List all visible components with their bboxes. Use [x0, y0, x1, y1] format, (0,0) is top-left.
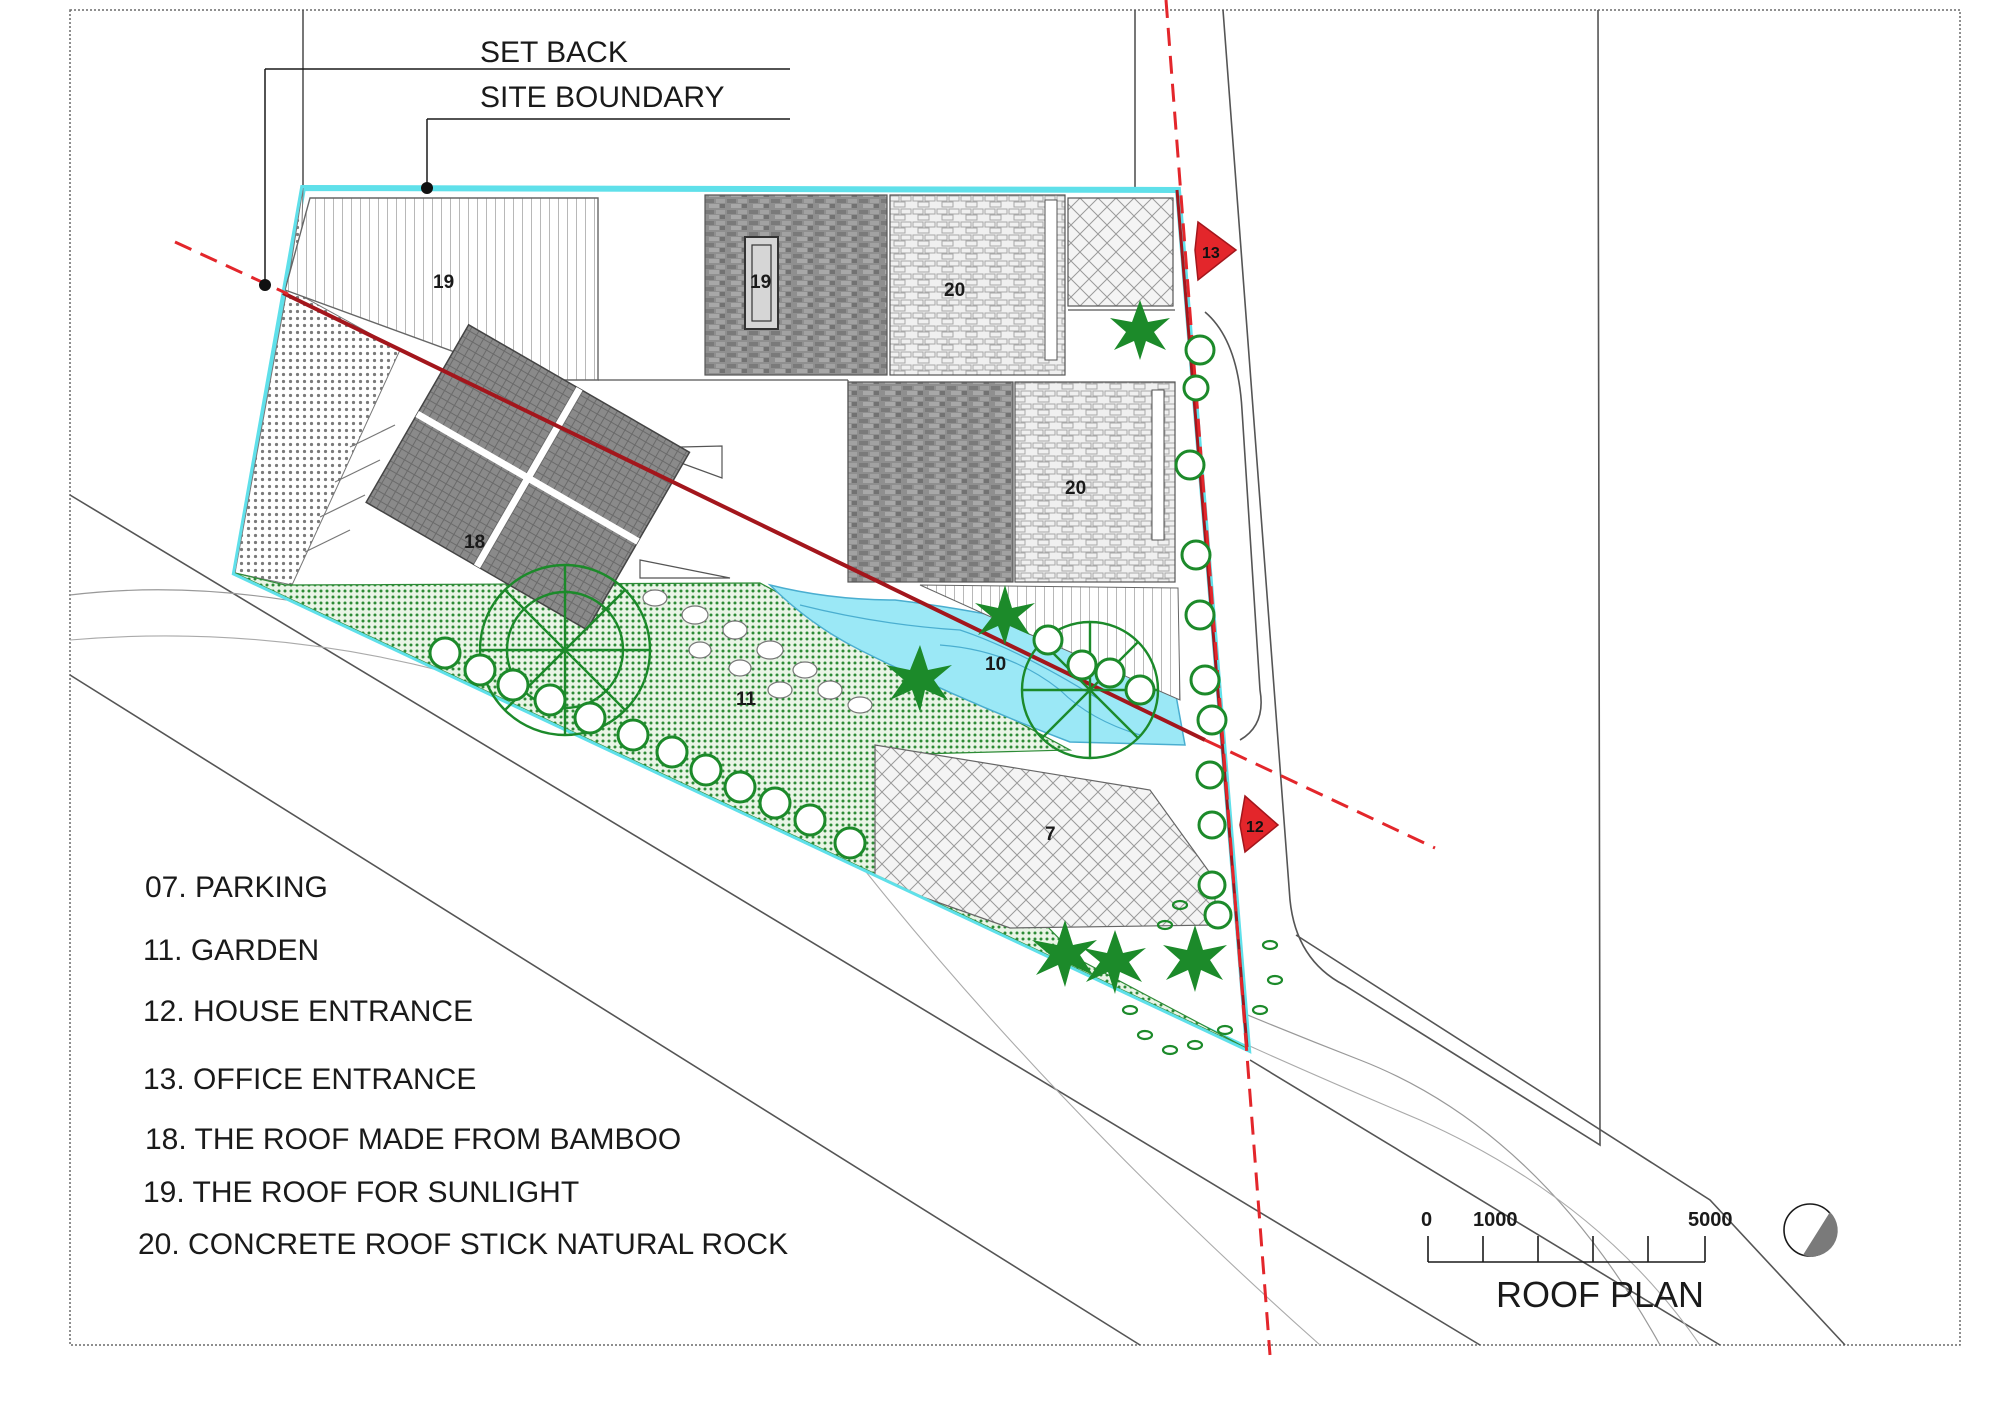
legend-item: 20. CONCRETE ROOF STICK NATURAL ROCK — [138, 1228, 788, 1261]
pool — [767, 583, 1186, 746]
canopy-tree — [1020, 620, 1160, 760]
zone-label-11: 11 — [736, 689, 757, 710]
shrub-row — [428, 624, 1156, 860]
office-entry-canopy — [1067, 197, 1174, 307]
legend-item: 12. HOUSE ENTRANCE — [143, 995, 473, 1028]
scale-bar — [1427, 1236, 1706, 1263]
stone-roof-south — [1014, 381, 1176, 583]
ground-cover — [1121, 899, 1284, 1056]
north-arrow-icon — [1783, 1203, 1838, 1257]
site-boundary-callout: SITE BOUNDARY — [480, 81, 725, 114]
house-entrance-marker — [1239, 794, 1280, 854]
setback-leader-dot — [259, 279, 271, 291]
zone-label-19: 19 — [433, 272, 454, 293]
canopy-tree — [478, 563, 652, 737]
stone-roof-north — [889, 194, 1066, 376]
drawing-title: ROOF PLAN — [1496, 1274, 1704, 1315]
legend: 07. PARKING 11. GARDEN 12. HOUSE ENTRANC… — [138, 871, 788, 1261]
roof-beams — [304, 424, 396, 553]
site-boundary-leader — [426, 118, 790, 186]
setback-leader — [264, 68, 790, 283]
legend-item: 13. OFFICE ENTRANCE — [143, 1063, 476, 1096]
legend-item: 07. PARKING — [145, 871, 328, 904]
scale-label-start: 0 — [1421, 1209, 1432, 1231]
zone-label-18: 18 — [464, 532, 485, 553]
bamboo-roof — [365, 323, 691, 631]
middle-dark-roof — [847, 381, 1014, 583]
sheet-frame — [69, 9, 1961, 1346]
site-line — [282, 291, 1206, 742]
scale-label-mid: 1000 — [1473, 1209, 1518, 1231]
house-entrance-number: 12 — [1246, 819, 1264, 836]
legend-item: 19. THE ROOF FOR SUNLIGHT — [143, 1176, 579, 1209]
zone-label-7: 7 — [1045, 824, 1056, 845]
skylight — [744, 236, 779, 330]
palm-plant — [886, 300, 1227, 994]
zone-label-20: 20 — [944, 280, 965, 301]
stepping-stones — [642, 589, 873, 714]
east-hedge — [1174, 334, 1233, 930]
site-boundary-leader-dot — [421, 182, 433, 194]
zone-label-10: 10 — [985, 654, 1006, 675]
legend-item: 11. GARDEN — [143, 934, 319, 967]
zone-label-20: 20 — [1065, 478, 1086, 499]
scale-label-end: 5000 — [1688, 1209, 1733, 1231]
zone-label-19: 19 — [750, 272, 771, 293]
office-entrance-marker — [1194, 220, 1238, 282]
office-entrance-number: 13 — [1202, 245, 1220, 262]
legend-item: 18. THE ROOF MADE FROM BAMBOO — [145, 1123, 681, 1156]
setback-callout: SET BACK — [480, 36, 628, 69]
sunlight-roof-center — [704, 194, 888, 376]
